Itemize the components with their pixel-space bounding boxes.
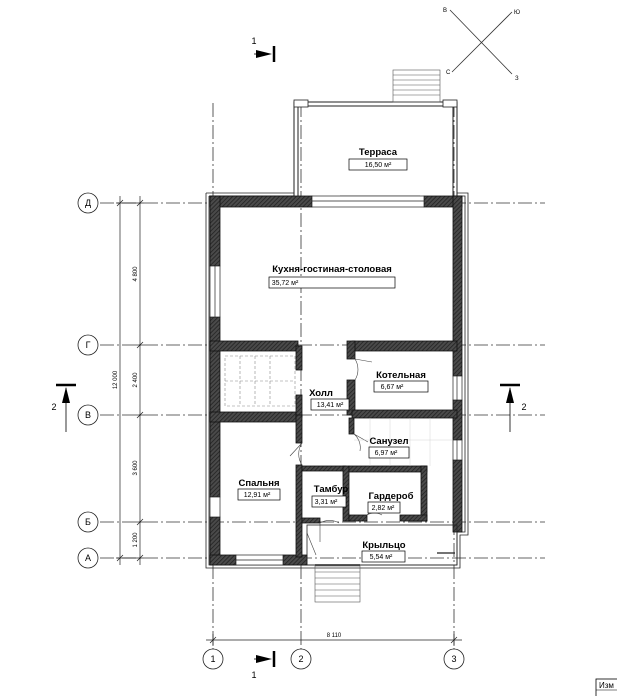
- walls: [209, 195, 463, 566]
- axis-label-D: Д: [85, 198, 91, 208]
- room-label-wardrobe: Гардероб 2,82 м²: [367, 491, 414, 514]
- section-mark-2-right: 2: [500, 383, 527, 432]
- section-label: 2: [51, 402, 56, 412]
- section-label: 1: [251, 670, 256, 680]
- room-label-kitchen: Кухня-гостиная-столовая 35,72 м²: [268, 264, 396, 289]
- compass-labels: В Ю С З: [443, 8, 520, 82]
- room-label-bedroom: Спальня 12,91 м²: [237, 478, 281, 501]
- room-name: Тамбур: [314, 484, 349, 495]
- room-area: 3,31 м²: [315, 499, 338, 506]
- room-area: 35,72 м²: [272, 280, 299, 287]
- axis-bubble-B: [77, 511, 99, 533]
- section-mark-2-left: 2: [51, 383, 76, 432]
- axis-letter-labels: Д Г В Б А: [85, 198, 91, 563]
- compass-west: З: [515, 76, 519, 82]
- axis-label-A: А: [85, 553, 91, 563]
- room-area: 2,82 м²: [372, 505, 395, 512]
- axis-label-3: 3: [451, 654, 456, 664]
- dimension-total-vertical: 12 000: [113, 370, 119, 389]
- door-swings: [289, 358, 383, 556]
- room-name: Котельная: [376, 370, 426, 381]
- vertical-dimension-lines: [116, 196, 144, 565]
- title-block-label: Изм: [599, 681, 614, 690]
- axis-label-V: В: [85, 410, 91, 420]
- compass-south: Ю: [514, 10, 520, 16]
- room-label-hall: Холл 13,41 м²: [309, 388, 350, 411]
- axis-bubble-3: [443, 648, 465, 670]
- porch: [306, 524, 458, 603]
- axis-bubble-G: [77, 334, 99, 356]
- room-name: Кухня-гостиная-столовая: [272, 264, 392, 275]
- axis-bubble-A: [77, 547, 99, 569]
- section-mark-1-top: 1: [251, 36, 276, 62]
- building-outline: [205, 192, 469, 569]
- room-name: Санузел: [369, 436, 408, 447]
- room-name: Холл: [309, 388, 333, 399]
- room-name: Гардероб: [369, 491, 414, 502]
- room-name: Спальня: [238, 478, 279, 489]
- axis-bubbles-numbers: [202, 648, 465, 670]
- room-name: Крыльцо: [362, 540, 405, 551]
- room-area: 16,50 м²: [365, 162, 392, 169]
- axis-bubble-V: [77, 404, 99, 426]
- section-label: 1: [251, 36, 256, 46]
- axis-bubble-1: [202, 648, 224, 670]
- room-label-porch: Крыльцо 5,54 м²: [361, 540, 406, 563]
- axis-label-1: 1: [210, 654, 215, 664]
- axis-number-labels: 1 2 3: [210, 654, 456, 664]
- terrace-stairs: [392, 69, 441, 103]
- section-mark-1-bottom: 1: [251, 651, 276, 680]
- title-block: Изм: [595, 678, 617, 696]
- axis-label-2: 2: [298, 654, 303, 664]
- section-label: 2: [521, 402, 526, 412]
- compass-north: С: [446, 70, 451, 76]
- axis-bubble-2: [290, 648, 312, 670]
- hall-stairs: [224, 355, 296, 407]
- room-label-terrace: Терраса 16,50 м²: [348, 147, 408, 171]
- compass-rose: [449, 9, 513, 75]
- vertical-dimension-texts: 12 000 4 800 2 400 3 600 1 200: [113, 266, 139, 548]
- room-area: 12,91 м²: [244, 492, 271, 499]
- room-area: 6,97 м²: [375, 450, 398, 457]
- axis-bubble-D: [77, 192, 99, 214]
- dimension-2400: 2 400: [133, 372, 139, 388]
- room-label-bathroom: Санузел 6,97 м²: [368, 436, 410, 459]
- compass-east: В: [443, 8, 447, 14]
- windows: [209, 195, 463, 566]
- dimension-total-horizontal: 8 110: [327, 633, 342, 639]
- dimension-1200: 1 200: [133, 532, 139, 548]
- axis-label-G: Г: [86, 340, 91, 350]
- axis-label-B: Б: [85, 517, 91, 527]
- room-area: 13,41 м²: [317, 402, 344, 409]
- room-name: Терраса: [359, 147, 398, 158]
- room-label-vestibule: Тамбур 3,31 м²: [311, 484, 349, 508]
- horizontal-dimension: [206, 634, 462, 646]
- room-label-boiler: Котельная 6,67 м²: [373, 370, 429, 393]
- dimension-3600: 3 600: [133, 460, 139, 476]
- dimension-4800: 4 800: [133, 266, 139, 282]
- axis-bubbles-letters: [77, 192, 99, 569]
- room-area: 5,54 м²: [370, 554, 393, 561]
- room-area: 6,67 м²: [381, 384, 404, 391]
